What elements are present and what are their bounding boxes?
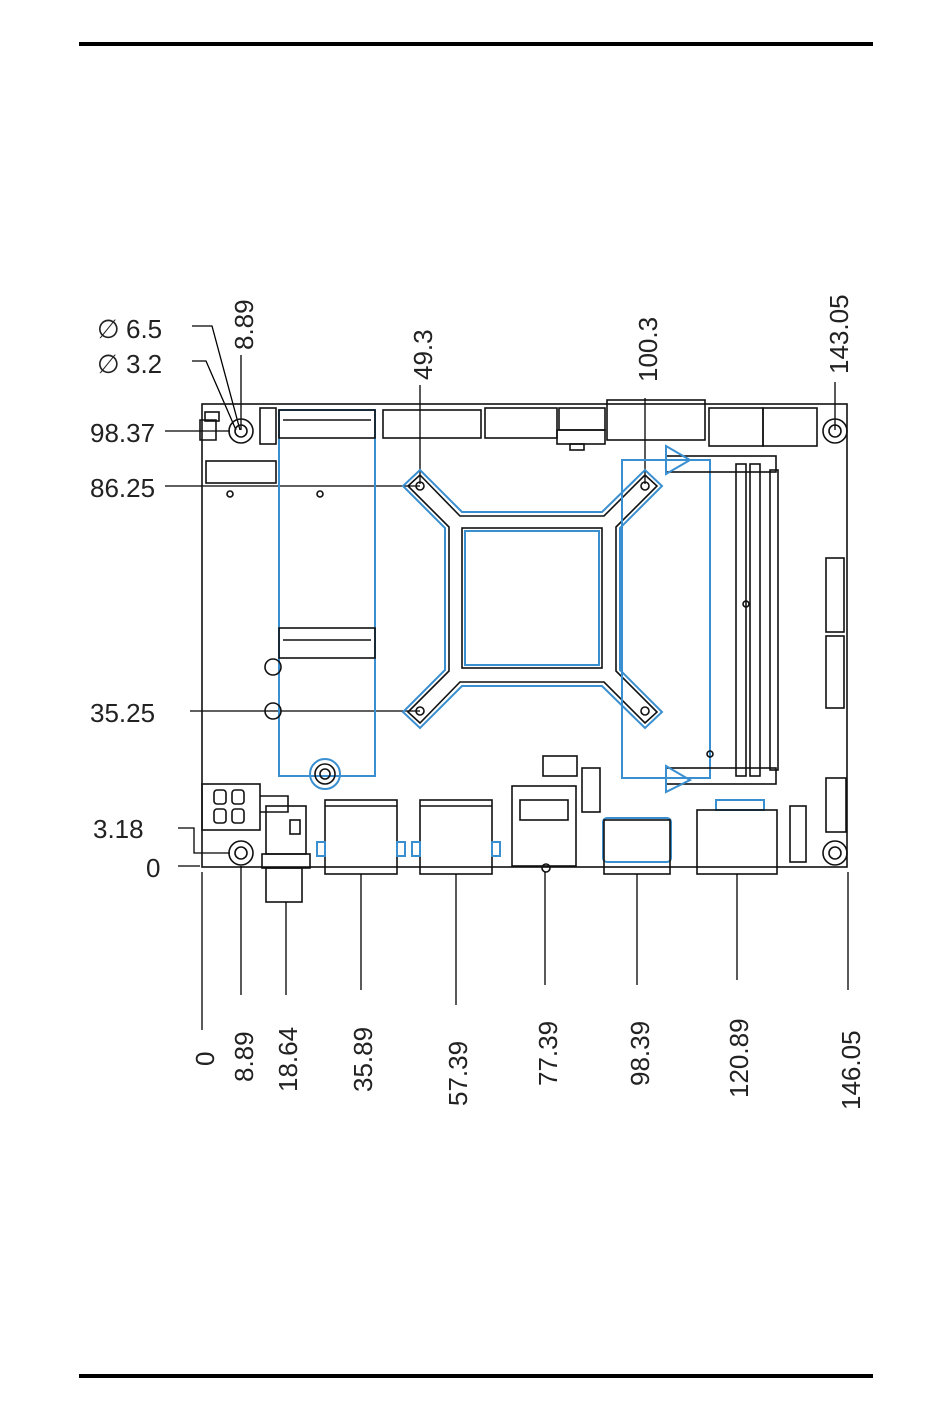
bottom-dimension-lines (202, 866, 848, 1030)
bottom-dim-35-89: 35.89 (348, 1027, 378, 1092)
diameter-outer: 6.5 (126, 314, 162, 344)
top-dim-8-89: 8.89 (229, 299, 259, 350)
io-connector-3 (512, 756, 600, 872)
bottom-dim-0: 0 (190, 1052, 220, 1066)
left-dim-98-37: 98.37 (90, 418, 155, 448)
top-connector-5 (709, 408, 763, 446)
right-header-2 (826, 636, 844, 708)
top-connector-1 (383, 410, 481, 438)
right-header-3 (826, 778, 846, 832)
top-connector-3 (559, 408, 605, 430)
bottom-dim-77-39: 77.39 (533, 1021, 563, 1086)
top-dim-143-05: 143.05 (824, 294, 854, 374)
right-header-1 (826, 558, 844, 632)
diameter-inner: 3.2 (126, 349, 162, 379)
label-area (206, 461, 276, 483)
bottom-dim-8-89: 8.89 (229, 1031, 259, 1082)
top-dim-100-3: 100.3 (633, 317, 663, 382)
top-connector-4 (607, 400, 705, 440)
top-connector-2 (485, 408, 557, 438)
bottom-dim-98-39: 98.39 (625, 1021, 655, 1086)
io-connector-1 (317, 800, 405, 874)
bottom-dim-57-39: 57.39 (443, 1041, 473, 1106)
cpu-bracket (403, 470, 662, 728)
left-dim-86-25: 86.25 (90, 473, 155, 503)
diameter-symbol-outer: ∅ (97, 314, 120, 344)
top-connector-6 (763, 408, 817, 446)
io-connector-5 (697, 800, 777, 874)
m2-slot-outline (279, 410, 375, 776)
diameter-symbol-inner: ∅ (97, 349, 120, 379)
bottom-dimensions: 0 8.89 18.64 35.89 57.39 77.39 98.39 120… (190, 1018, 866, 1110)
bottom-dim-18-64: 18.64 (273, 1027, 303, 1092)
bottom-dim-146-05: 146.05 (836, 1030, 866, 1110)
left-dim-35-25: 35.25 (90, 698, 155, 728)
io-connector-2 (412, 800, 500, 874)
left-dimensions: 98.37 86.25 35.25 3.18 0 (90, 418, 420, 883)
power-connector (202, 784, 288, 830)
cpu-die (462, 528, 602, 668)
dc-jack (262, 806, 310, 902)
bottom-dim-120-89: 120.89 (724, 1018, 754, 1098)
io-connector-4 (603, 818, 671, 874)
left-dim-0: 0 (146, 853, 160, 883)
top-dim-49-3: 49.3 (408, 329, 438, 380)
left-dim-3-18: 3.18 (93, 814, 144, 844)
